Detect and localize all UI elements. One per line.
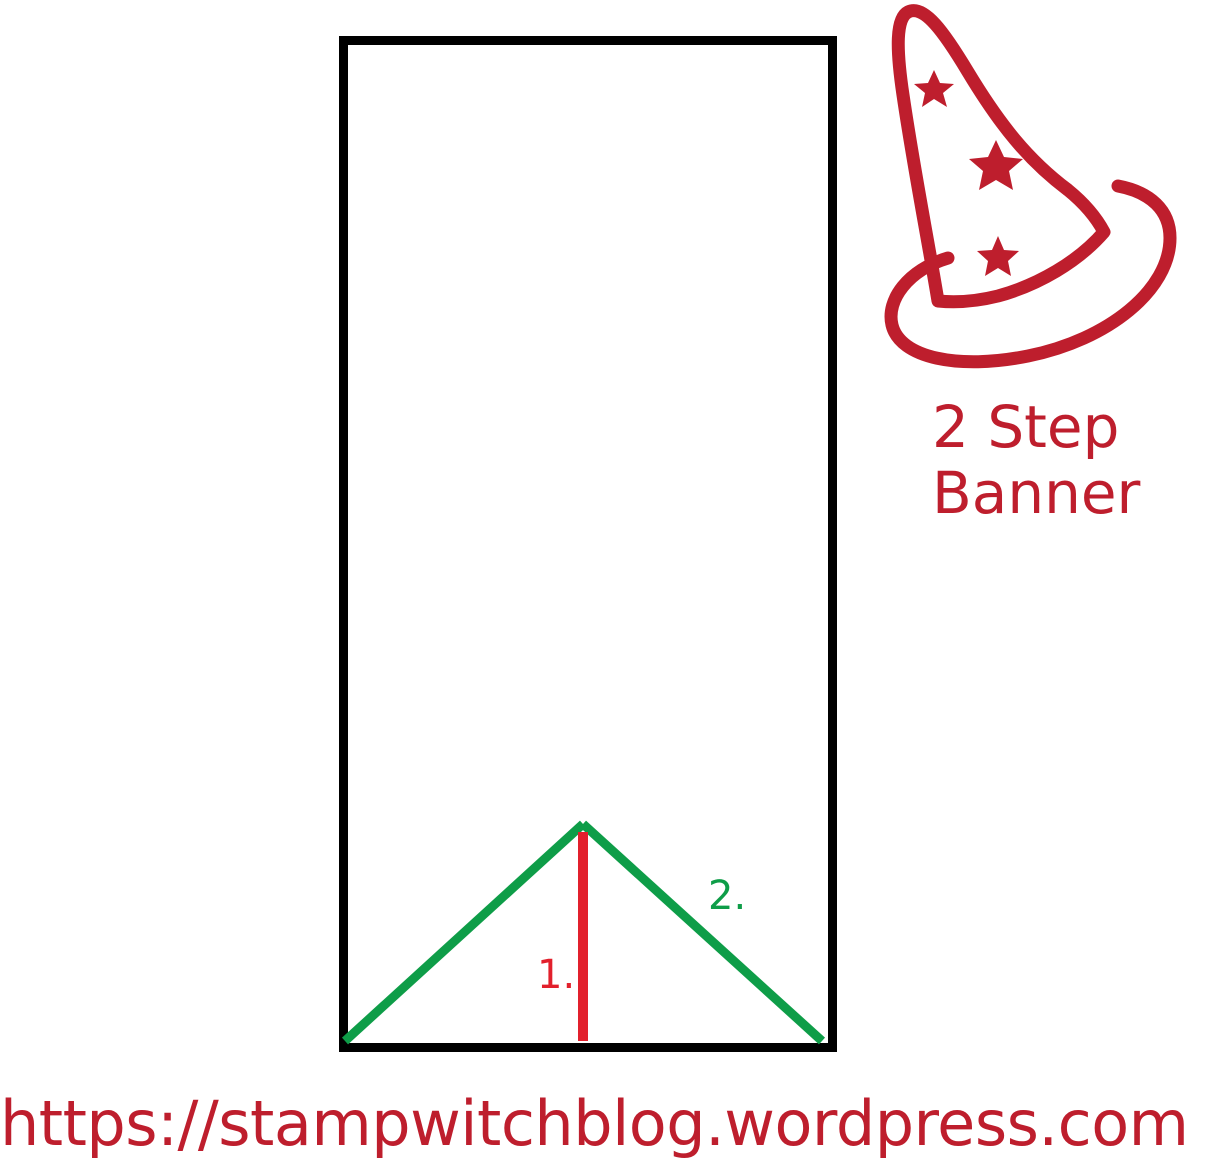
witch-hat-icon: [884, 4, 1177, 369]
step-2-cut-right: [579, 820, 826, 1045]
blog-url: https://stampwitchblog.wordpress.com: [0, 1087, 1189, 1160]
title-line-2: Banner: [932, 458, 1141, 527]
star-3: [977, 236, 1019, 276]
star-1: [914, 70, 954, 107]
title-line-1: 2 Step: [932, 393, 1120, 461]
star-2: [969, 140, 1023, 190]
step-1-label: 1.: [537, 952, 576, 998]
diagram-title: 2 Step Banner: [932, 393, 1141, 527]
step-2-label: 2.: [708, 873, 747, 919]
step-2-cut-left: [341, 820, 587, 1045]
banner-paper-outline: [339, 36, 837, 1052]
